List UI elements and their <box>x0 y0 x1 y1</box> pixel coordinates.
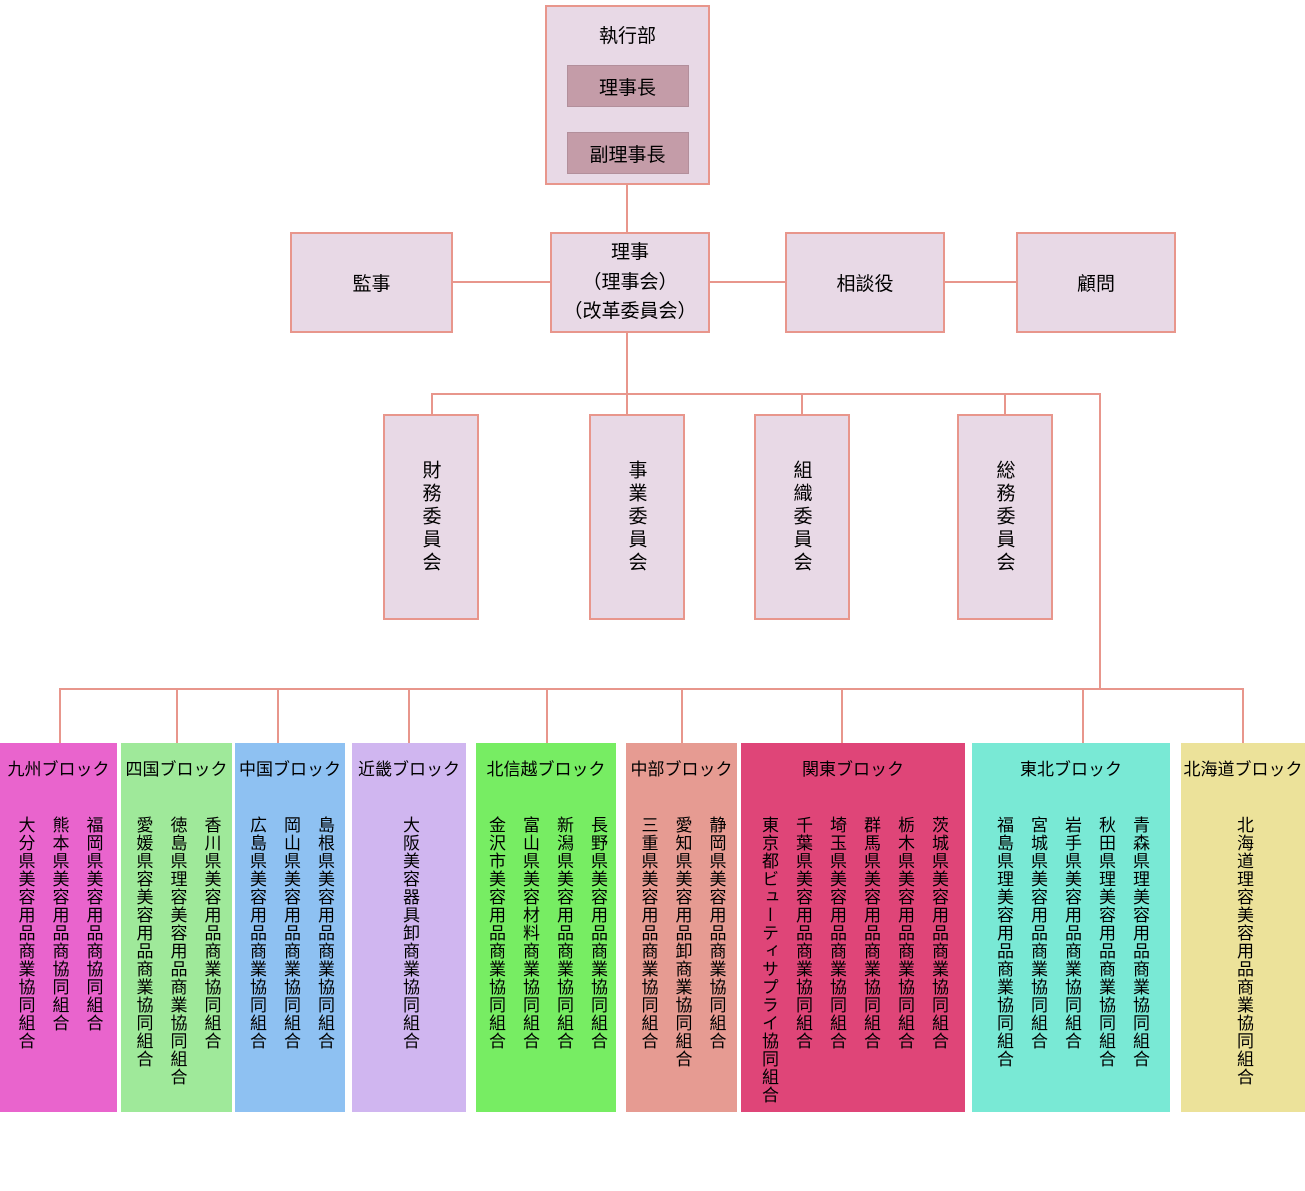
connector-stub-hokushinetsu <box>546 688 548 743</box>
connector-stub-kyushu <box>59 688 61 743</box>
block-orgs: 北海道理容美容用品商業協同組合 <box>1226 816 1260 1086</box>
block-title: 中国ブロック <box>239 760 341 780</box>
committee-box-business: 事業委員会 <box>589 414 685 620</box>
connector-stub-kinki <box>408 688 410 743</box>
block-orgs: 茨城県美容用品商業協同組合 栃木県美容用品商業協同組合 群馬県美容用品商業協同組… <box>751 816 955 1104</box>
connector-stub-finance <box>431 393 433 414</box>
block-title: 北海道ブロック <box>1183 760 1303 780</box>
block-orgs: 大阪美容器具卸商業協同組合 <box>392 816 426 1050</box>
org-column: 岩手県美容用品商業協同組合 <box>1061 816 1081 1050</box>
connector-stub-business <box>626 395 628 414</box>
executive-title: 執行部 <box>598 25 656 47</box>
block-orgs: 長野県美容用品商業協同組合 新潟県美容用品商業協同組合 富山県美容材料商業協同組… <box>478 816 614 1050</box>
chairman-box: 理事長 <box>566 65 689 107</box>
connector-exec-directors <box>626 185 628 232</box>
connector-directors-advisor <box>710 281 785 283</box>
org-column: 福島県理美容用品商業協同組合 <box>993 816 1013 1068</box>
org-column: 秋田県理美容用品商業協同組合 <box>1095 816 1115 1068</box>
connector-stub-tohoku <box>1082 688 1084 743</box>
connector-advisor-counselor <box>945 281 1016 283</box>
block-title: 北信越ブロック <box>486 760 606 780</box>
block-orgs: 静岡県美容用品商業協同組合 愛知県美容用品卸商業協同組合 三重県美容用品商業協同… <box>631 816 733 1068</box>
block-title: 東北ブロック <box>1020 760 1122 780</box>
org-column: 青森県理美容用品商業協同組合 <box>1129 816 1149 1068</box>
connector-stub-chubu <box>681 688 683 743</box>
connector-directors-down <box>626 333 628 393</box>
committee-label-organization: 組織委員会 <box>790 459 813 575</box>
vice-chairman-box: 副理事長 <box>566 132 689 174</box>
auditor-box: 監事 <box>290 232 453 333</box>
org-column: 三重県美容用品商業協同組合 <box>637 816 658 1050</box>
org-column: 愛知県美容用品卸商業協同組合 <box>671 816 692 1068</box>
block-orgs: 島根県美容用品商業協同組合 岡山県美容用品商業協同組合 広島県美容用品商業協同組… <box>239 816 341 1050</box>
block-title: 関東ブロック <box>802 760 904 780</box>
connector-stub-shikoku <box>176 688 178 743</box>
org-column: 北海道理容美容用品商業協同組合 <box>1233 816 1253 1086</box>
block-title: 近畿ブロック <box>358 760 460 780</box>
block-hokushinetsu: 北信越ブロック 長野県美容用品商業協同組合 新潟県美容用品商業協同組合 富山県美… <box>476 743 616 1112</box>
org-column: 新潟県美容用品商業協同組合 <box>553 816 573 1050</box>
org-column: 福岡県美容用品商協同組合 <box>82 816 103 1032</box>
committee-box-organization: 組織委員会 <box>754 414 850 620</box>
committee-label-finance: 財務委員会 <box>419 459 442 575</box>
connector-committees-rail <box>431 393 1101 395</box>
block-title: 四国ブロック <box>125 760 228 780</box>
block-shikoku: 四国ブロック 香川県美容用品商業協同組合 徳島県理容美容用品商業協同組合 愛媛県… <box>121 743 232 1112</box>
block-orgs: 福岡県美容用品商協同組合 熊本県美容用品商協同組合 大分県美容用品商業協同組合 <box>8 816 110 1050</box>
block-chubu: 中部ブロック 静岡県美容用品商業協同組合 愛知県美容用品卸商業協同組合 三重県美… <box>626 743 737 1112</box>
org-column: 群馬県美容用品商業協同組合 <box>860 816 880 1050</box>
org-column: 大阪美容器具卸商業協同組合 <box>399 816 419 1050</box>
org-column: 埼玉県美容用品商業協同組合 <box>826 816 846 1050</box>
org-column: 大分県美容用品商業協同組合 <box>14 816 35 1050</box>
org-column: 愛媛県容美容用品商業協同組合 <box>132 816 153 1068</box>
org-column: 香川県美容用品商業協同組合 <box>200 816 221 1050</box>
directors-line-3: （改革委員会） <box>563 300 697 323</box>
block-tohoku: 東北ブロック 青森県理美容用品商業協同組合 秋田県理美容用品商業協同組合 岩手県… <box>972 743 1170 1112</box>
org-column: 島根県美容用品商業協同組合 <box>314 816 334 1050</box>
block-kyushu: 九州ブロック 福岡県美容用品商協同組合 熊本県美容用品商協同組合 大分県美容用品… <box>0 743 117 1112</box>
connector-stub-kanto <box>841 688 843 743</box>
org-column: 千葉県美容用品商業協同組合 <box>792 816 812 1050</box>
block-kanto: 関東ブロック 茨城県美容用品商業協同組合 栃木県美容用品商業協同組合 群馬県美容… <box>741 743 965 1112</box>
block-orgs: 香川県美容用品商業協同組合 徳島県理容美容用品商業協同組合 愛媛県容美容用品商業… <box>126 816 228 1086</box>
connector-auditor-directors <box>453 281 550 283</box>
connector-stub-hokkaido <box>1242 688 1244 743</box>
block-chugoku: 中国ブロック 島根県美容用品商業協同組合 岡山県美容用品商業協同組合 広島県美容… <box>235 743 345 1112</box>
connector-feed-blocks <box>1099 393 1101 689</box>
org-column: 金沢市美容用品商業協同組合 <box>485 816 505 1050</box>
directors-line-1: 理事 <box>610 241 649 264</box>
org-column: 静岡県美容用品商業協同組合 <box>705 816 726 1050</box>
org-column: 熊本県美容用品商協同組合 <box>48 816 69 1032</box>
directors-label: 理事 （理事会） （改革委員会） <box>563 238 696 326</box>
executive-box: 執行部 理事長 副理事長 <box>545 5 710 185</box>
committee-label-business: 事業委員会 <box>625 459 648 575</box>
org-column: 広島県美容用品商業協同組合 <box>246 816 266 1050</box>
org-column: 岡山県美容用品商業協同組合 <box>280 816 300 1050</box>
connector-blocks-rail <box>59 688 1244 690</box>
directors-line-2: （理事会） <box>582 270 678 293</box>
org-column: 茨城県美容用品商業協同組合 <box>928 816 948 1050</box>
connector-stub-organization <box>801 393 803 414</box>
org-column: 東京都ビューティサプライ協同組合 <box>758 816 778 1104</box>
committee-label-general-affairs: 総務委員会 <box>993 459 1016 575</box>
counselor-box: 顧問 <box>1016 232 1176 333</box>
committee-box-general-affairs: 総務委員会 <box>957 414 1053 620</box>
org-column: 長野県美容用品商業協同組合 <box>587 816 607 1050</box>
block-title: 九州ブロック <box>7 760 110 780</box>
org-column: 宮城県美容用品商業協同組合 <box>1027 816 1047 1050</box>
org-column: 徳島県理容美容用品商業協同組合 <box>166 816 187 1086</box>
connector-stub-general-affairs <box>1004 393 1006 414</box>
advisor-box: 相談役 <box>785 232 945 333</box>
block-orgs: 青森県理美容用品商業協同組合 秋田県理美容用品商業協同組合 岩手県美容用品商業協… <box>986 816 1156 1068</box>
block-kinki: 近畿ブロック 大阪美容器具卸商業協同組合 <box>352 743 466 1112</box>
connector-stub-chugoku <box>277 688 279 743</box>
org-column: 栃木県美容用品商業協同組合 <box>894 816 914 1050</box>
org-column: 富山県美容材料商業協同組合 <box>519 816 539 1050</box>
block-hokkaido: 北海道ブロック 北海道理容美容用品商業協同組合 <box>1181 743 1305 1112</box>
directors-box: 理事 （理事会） （改革委員会） <box>550 232 710 333</box>
block-title: 中部ブロック <box>630 760 733 780</box>
committee-box-finance: 財務委員会 <box>383 414 479 620</box>
